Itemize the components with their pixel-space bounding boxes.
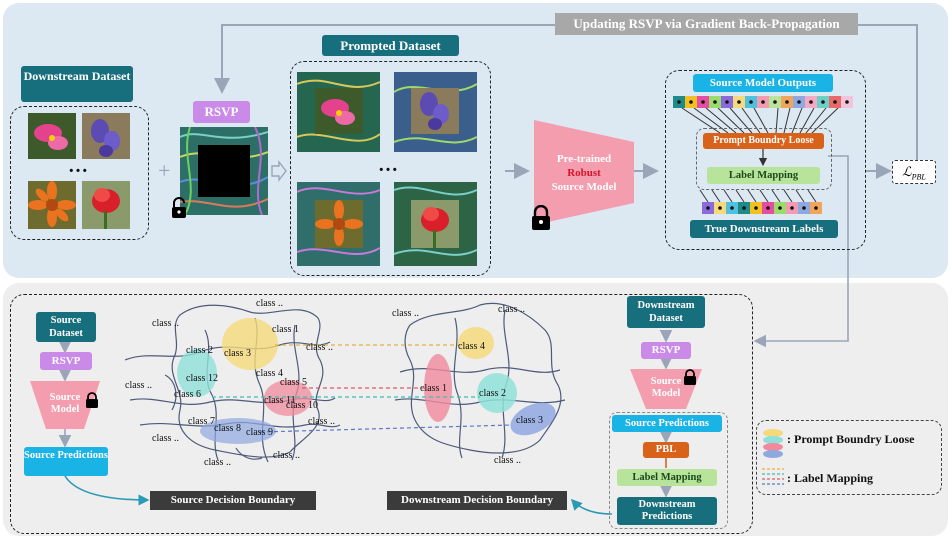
rsvp-label: RSVP [193,101,250,123]
label-mapping-label: Label Mapping [707,167,820,184]
source-predictions-right-label: Source Predictions [612,415,722,432]
pretrained-model-text: Pre-trained Robust Source Model [551,153,617,193]
ds-class-other-2: class .. [498,304,525,315]
src-class-other-1: class .. [256,298,283,309]
ds-class-1: class 1 [420,383,447,394]
source-model-outputs-label: Source Model Outputs [693,74,833,92]
src-class-other-7: class .. [308,416,335,427]
src-class-6: class 6 [174,389,201,400]
lock-icon [532,205,550,230]
bottom-flow-box [10,294,753,534]
ds-class-3: class 3 [516,415,543,426]
prompted-dataset-label: Prompted Dataset [322,35,459,56]
true-label-cells [702,202,822,214]
ds-class-other-1: class .. [392,308,419,319]
src-class-other-6: class .. [273,450,300,461]
downstream-images [28,113,130,229]
source-model-text-right: Source Model [650,376,682,399]
src-class-12: class 12 [186,373,218,384]
src-class-other-4: class .. [152,433,179,444]
downstream-decision-boundary-label: Downstream Decision Boundary [387,491,567,510]
src-class-1: class 1 [272,324,299,335]
unlock-icon [172,197,186,218]
downstream-ellipsis: … [68,155,88,177]
source-dataset-label: Source Dataset [36,312,96,342]
pretrained-model-shape [534,120,634,225]
downstream-dataset-box [10,106,149,240]
gradient-banner: Updating RSVP via Gradient Back-Propagat… [555,13,858,35]
source-predictions-label: Source Predictions [24,447,108,476]
src-class-7: class 7 [188,416,215,427]
lock-icon-right [684,369,696,385]
src-class-8: class 8 [214,423,241,434]
legend-lm-text: : Label Mapping [787,471,874,485]
ds-class-2: class 2 [479,388,506,399]
output-logits [673,96,853,108]
plus-sign: + [158,158,171,183]
src-class-4: class 4 [256,368,283,379]
source-model-text-left: Source Model [49,392,81,415]
prompt-boundary-loose-label: Prompt Boundry Loose [703,133,824,149]
legend-pbl-text: : Prompt Boundry Loose [787,432,915,446]
rsvp-bottom-left: RSVP [40,352,92,370]
src-class-3: class 3 [224,348,251,359]
source-outputs-box [665,70,866,250]
source-model-shape-left [30,381,100,429]
src-class-10: class 10 [286,400,318,411]
legend-box [756,420,942,495]
src-class-other-8: class .. [306,342,333,353]
inner-pbl-box [609,412,728,529]
src-class-other-5: class .. [204,457,231,468]
src-class-11: class 11 [264,395,296,406]
src-class-other-3: class .. [125,380,152,391]
src-class-9: class 9 [246,427,273,438]
source-decision-boundary-label: Source Decision Boundary [150,491,316,510]
label-mapping-bottom-label: Label Mapping [617,469,717,486]
legend-swatches [762,429,784,485]
inner-mapping-box [696,128,832,190]
src-class-5: class 5 [280,377,307,388]
downstream-dataset-label: Downstream Dataset [21,66,133,102]
prompted-images [297,72,478,266]
lock-icon-left [86,392,98,408]
prompted-dataset-box [290,61,491,276]
rsvp-pattern [180,127,268,215]
loss-pbl-box: ℒPBL [892,160,936,184]
downstream-dataset-bottom-label: Downstream Dataset [627,296,705,328]
ds-class-4: class 4 [458,341,485,352]
prompted-ellipsis: … [378,154,398,176]
src-class-2: class 2 [186,345,213,356]
true-downstream-labels-label: True Downstream Labels [690,220,838,238]
pbl-label: PBL [643,442,689,458]
downstream-predictions-label: Downstream Predictions [617,497,717,525]
rsvp-bottom-right: RSVP [641,342,691,359]
ds-class-other-3: class .. [494,455,521,466]
src-class-other-2: class .. [152,318,179,329]
